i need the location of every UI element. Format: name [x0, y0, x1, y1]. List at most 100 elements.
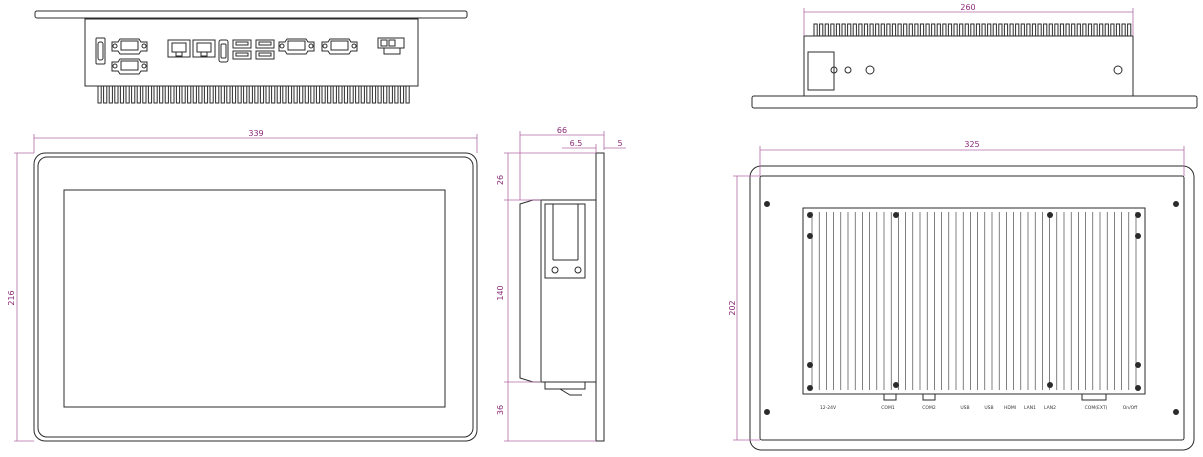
heatsink-fin — [119, 85, 125, 104]
screw-icon — [807, 385, 813, 391]
heatsink-fin — [287, 85, 293, 104]
heatsink-fins-icon — [97, 85, 410, 104]
heatsink-fin — [1065, 23, 1070, 37]
db9-serial-port-icon — [111, 58, 148, 75]
heatsink-fin — [1020, 23, 1025, 37]
screw-icon — [1113, 65, 1123, 75]
usb-port-icon — [232, 39, 252, 60]
front-bezel-outer — [33, 152, 478, 442]
heatsink-fin — [1037, 23, 1042, 37]
heatsink-fin — [919, 23, 925, 37]
front-width-label: 339 — [248, 129, 263, 138]
heatsink-fin — [237, 85, 242, 104]
side-top-label: 26 — [496, 175, 505, 185]
screw-icon — [574, 266, 582, 274]
screw-icon — [764, 409, 770, 415]
heatsink-fin — [327, 85, 332, 104]
heatsink-fin — [1059, 23, 1065, 37]
heatsink-fin — [880, 23, 885, 37]
heatsink-fin — [371, 85, 377, 104]
top-view-bezel — [751, 95, 1198, 109]
heatsink-fin — [863, 23, 869, 37]
heatsink-fin — [1115, 23, 1121, 37]
heatsink-fin — [1048, 23, 1053, 37]
front-display-area — [63, 189, 446, 408]
heatsink-fin — [1082, 23, 1087, 37]
heatsink-fin — [254, 85, 259, 104]
heatsink-fin — [869, 23, 874, 37]
heatsink-fin — [835, 23, 841, 37]
screw-icon — [893, 382, 899, 388]
usb-port-icon — [255, 39, 275, 60]
top-view-body — [803, 35, 1134, 97]
heatsink-fin — [142, 85, 147, 104]
heatsink-fin — [1093, 23, 1098, 37]
heatsink-fin — [114, 85, 119, 104]
screw-icon — [1135, 362, 1141, 368]
heatsink-fin — [136, 85, 141, 104]
power-switch-icon — [95, 37, 106, 65]
heatsink-fin — [282, 85, 287, 104]
heatsink-fin — [1121, 23, 1126, 37]
heatsink-fin — [349, 85, 354, 104]
heatsink-fin — [243, 85, 248, 104]
heatsink-fin — [987, 23, 992, 37]
heatsink-fin — [1026, 23, 1031, 37]
heatsink-fin — [981, 23, 986, 37]
heatsink-fin — [366, 85, 371, 104]
heatsink-fin — [953, 23, 958, 37]
screw-icon — [807, 362, 813, 368]
screw-icon — [1047, 212, 1053, 218]
screw-icon — [1173, 201, 1179, 207]
top-view-bracket — [807, 51, 835, 91]
screw-icon — [1173, 409, 1179, 415]
heatsink-fin — [1104, 23, 1109, 37]
terminal-block-icon — [377, 37, 405, 55]
heatsink-fin — [231, 85, 237, 104]
heatsink-fin — [226, 85, 231, 104]
heatsink-fin — [947, 23, 953, 37]
screw-icon — [893, 212, 899, 218]
rear-height-label: 202 — [728, 300, 737, 315]
heatsink-fin — [399, 85, 405, 104]
top-view — [751, 23, 1198, 109]
heatsink-fin — [1031, 23, 1037, 37]
heatsink-fin — [147, 85, 153, 104]
screw-icon — [764, 201, 770, 207]
heatsink-fin — [813, 23, 818, 37]
heatsink-fin — [824, 23, 829, 37]
heatsink-fin — [931, 23, 936, 37]
heatsink-fin — [925, 23, 930, 37]
heatsink-fin — [998, 23, 1003, 37]
heatsink-fin — [1043, 23, 1048, 37]
heatsink-fin — [1054, 23, 1059, 37]
screw-icon — [807, 212, 813, 218]
side-view — [519, 152, 605, 442]
heatsink-fin — [108, 85, 113, 104]
side-bezel-label: 6.5 — [570, 139, 583, 148]
front-bezel-inner — [37, 156, 474, 438]
screw-icon — [1135, 385, 1141, 391]
screw-icon — [1047, 382, 1053, 388]
heatsink-fin — [299, 85, 304, 104]
heatsink-fin — [964, 23, 969, 37]
heatsink-fin — [970, 23, 975, 37]
heatsink-fin — [1009, 23, 1014, 37]
heatsink-fin — [259, 85, 265, 104]
heatsink-fin — [343, 85, 349, 104]
rear-width-label: 325 — [964, 140, 979, 149]
heatsink-fin — [125, 85, 130, 104]
heatsink-fin — [959, 23, 964, 37]
heatsink-fin — [304, 85, 309, 104]
heatsink-fin — [293, 85, 298, 104]
heatsink-fin — [377, 85, 382, 104]
heatsink-fin — [903, 23, 908, 37]
heatsink-fin — [170, 85, 175, 104]
heatsink-fin — [131, 85, 136, 104]
db9-serial-port-icon — [111, 38, 148, 55]
heatsink-fin — [1015, 23, 1020, 37]
io-bottom-view — [34, 10, 468, 104]
heatsink-fin — [394, 85, 399, 104]
